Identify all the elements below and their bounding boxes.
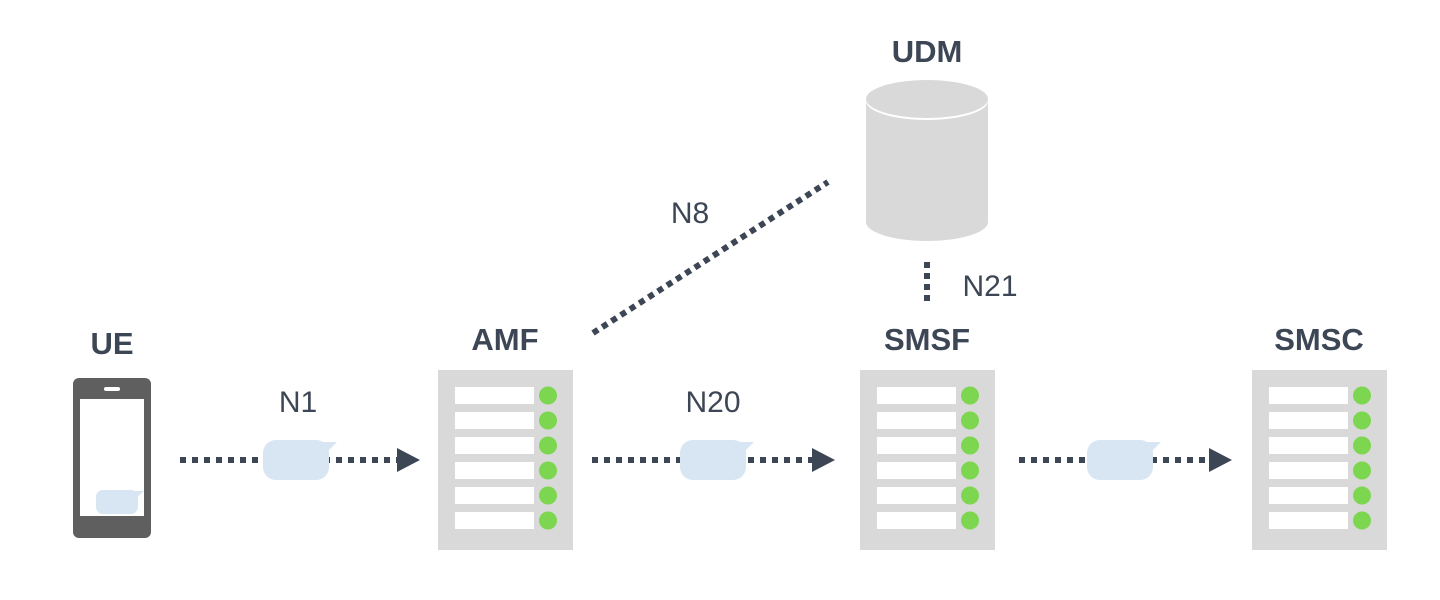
message-bubble-icon — [263, 440, 337, 480]
link-n20-label: N20 — [685, 386, 740, 419]
link-n20: N20 — [592, 386, 835, 480]
link-n8-label: N8 — [671, 197, 709, 230]
message-bubble-icon — [680, 440, 754, 480]
link-n1: N1 — [180, 386, 420, 480]
node-ue-label: UE — [90, 326, 133, 361]
link-n1-label: N1 — [279, 386, 317, 419]
message-bubble-icon — [96, 490, 144, 514]
arrowhead-icon — [812, 448, 835, 472]
node-amf: AMF — [438, 322, 573, 550]
node-ue: UE — [73, 326, 151, 538]
arrowhead-icon — [1209, 448, 1232, 472]
dotted-line — [591, 179, 830, 336]
message-bubble-icon — [1087, 440, 1161, 480]
link-smsf-smsc — [1019, 440, 1232, 480]
server-icon — [1252, 370, 1387, 550]
link-n8: N8 — [591, 179, 830, 336]
node-udm-label: UDM — [892, 34, 963, 69]
server-icon — [438, 370, 573, 550]
link-n21: N21 — [924, 262, 1018, 303]
server-icon — [860, 370, 995, 550]
node-smsc-label: SMSC — [1274, 322, 1364, 357]
node-amf-label: AMF — [471, 322, 538, 357]
smartphone-icon — [73, 378, 151, 538]
arrowhead-icon — [397, 448, 420, 472]
database-icon — [866, 80, 988, 241]
node-udm: UDM — [866, 34, 988, 241]
node-smsc: SMSC — [1252, 322, 1387, 550]
node-smsf-label: SMSF — [884, 322, 970, 357]
node-smsf: SMSF — [860, 322, 995, 550]
link-n21-label: N21 — [962, 270, 1017, 303]
